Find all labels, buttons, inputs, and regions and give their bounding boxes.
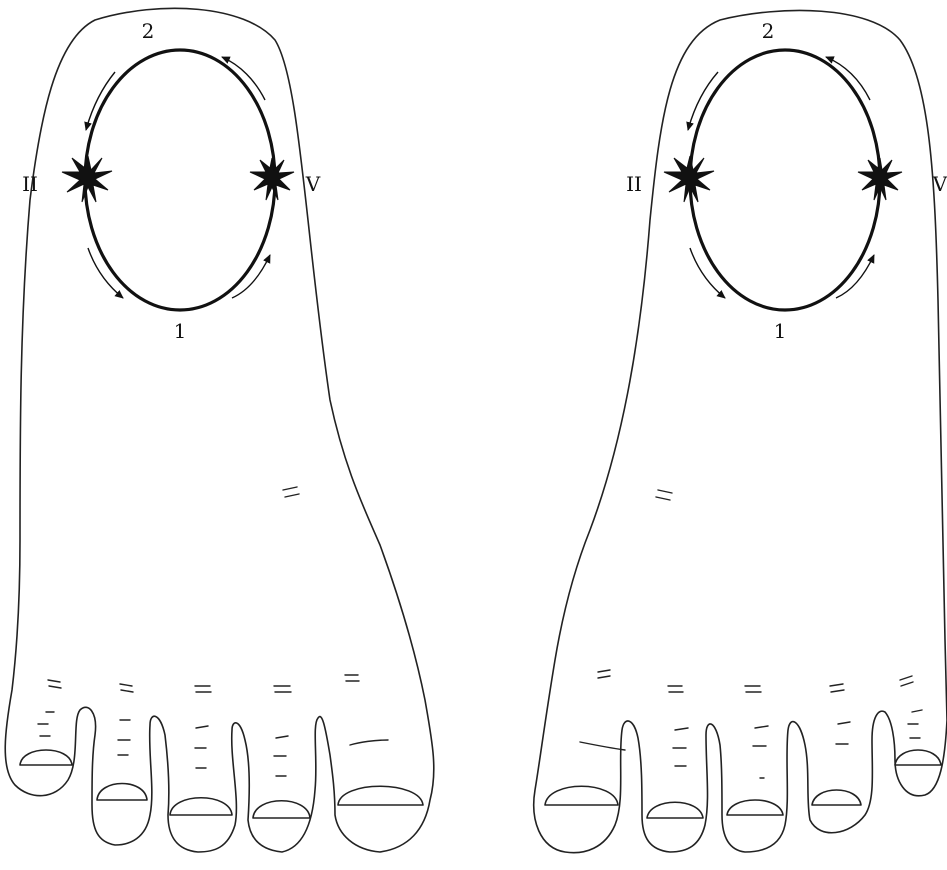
left-bearing-ring xyxy=(85,50,275,310)
left-label-bottom: 1 xyxy=(174,319,187,343)
left-foot-outline xyxy=(5,8,434,852)
right-label-left: II xyxy=(626,172,642,196)
right-bearing-ring xyxy=(690,50,880,310)
arrow-icon xyxy=(826,57,870,100)
arrow-icon xyxy=(86,72,115,130)
right-foot: 2 1 II V xyxy=(534,10,947,852)
right-toenail-3 xyxy=(727,800,783,815)
left-rotation-arrows xyxy=(86,57,270,298)
left-label-top: 2 xyxy=(142,19,155,43)
arrow-icon xyxy=(688,72,718,130)
arrow-icon xyxy=(88,248,123,298)
left-toenail-5 xyxy=(20,750,72,765)
right-toenail-4 xyxy=(812,790,861,805)
left-big-toenail xyxy=(338,786,423,805)
left-toenail-3 xyxy=(170,798,232,815)
arrow-icon xyxy=(836,255,874,298)
left-toenail-4 xyxy=(97,784,147,801)
right-crease-marks xyxy=(580,490,922,778)
left-toenail-2 xyxy=(253,801,310,818)
right-big-toenail xyxy=(545,786,618,805)
right-label-top: 2 xyxy=(762,19,775,43)
left-label-right: V xyxy=(305,172,321,196)
right-label-right: V xyxy=(932,172,947,196)
right-toenail-2 xyxy=(647,802,703,818)
right-label-bottom: 1 xyxy=(774,319,787,343)
left-foot: 2 1 II V xyxy=(5,8,434,852)
left-crease-marks xyxy=(38,487,388,776)
left-label-left: II xyxy=(22,172,38,196)
right-star-burst-icon xyxy=(664,156,714,202)
arrow-icon xyxy=(232,255,270,298)
right-foot-outline xyxy=(534,10,947,852)
left-star-burst-icon-2 xyxy=(250,158,294,200)
arrow-icon xyxy=(222,57,265,100)
right-toenail-5 xyxy=(895,750,941,765)
